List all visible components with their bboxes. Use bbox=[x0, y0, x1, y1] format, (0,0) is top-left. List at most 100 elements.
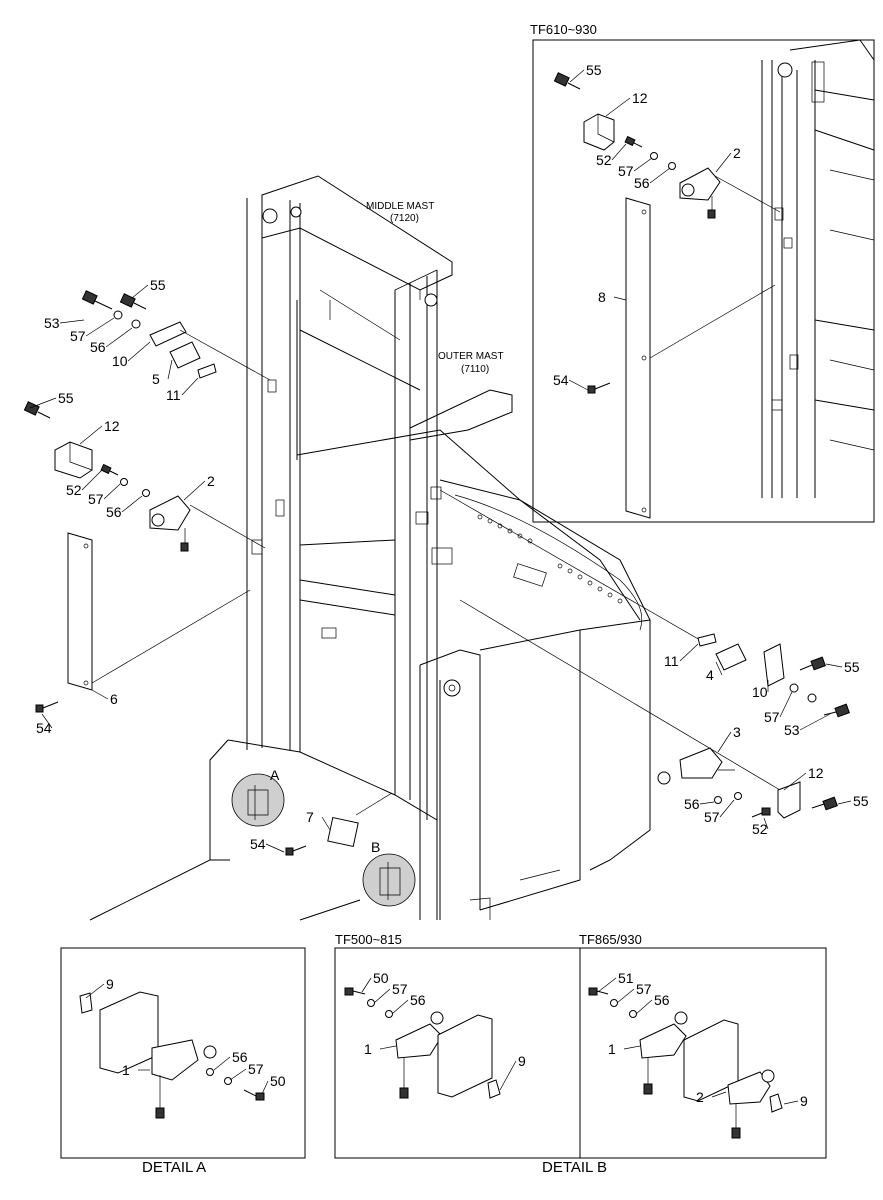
leader-line bbox=[611, 143, 627, 161]
part-number-label: 56 bbox=[232, 1049, 248, 1065]
leader-line bbox=[373, 988, 391, 1004]
part-number-label: 2 bbox=[207, 473, 215, 489]
leader-line bbox=[391, 999, 409, 1015]
bolt-52b-icon bbox=[751, 807, 771, 818]
leader-line bbox=[763, 817, 769, 830]
part-number-label: 57 bbox=[764, 709, 780, 725]
leader-line bbox=[379, 1045, 397, 1050]
screw-54b-icon bbox=[285, 845, 307, 856]
screw-54c-icon bbox=[587, 382, 611, 394]
leader-line bbox=[825, 663, 843, 668]
part-number-label: 1 bbox=[122, 1062, 130, 1078]
part-number-label: 9 bbox=[518, 1053, 526, 1069]
part-number-label: 6 bbox=[110, 691, 118, 707]
outer-mast-label: OUTER MAST bbox=[438, 351, 504, 362]
part-number-label: 57 bbox=[392, 981, 408, 997]
part-number-label: 55 bbox=[844, 659, 860, 675]
leader-line bbox=[321, 816, 331, 831]
leader-line bbox=[81, 469, 103, 491]
part-number-label: 55 bbox=[150, 277, 166, 293]
part-number-label: 12 bbox=[808, 765, 824, 781]
part-number-label: 55 bbox=[853, 793, 869, 809]
bolt-53b-icon bbox=[823, 703, 850, 718]
part-number-label: 56 bbox=[654, 992, 670, 1008]
part-number-label: 50 bbox=[270, 1073, 286, 1089]
detail-a-circle bbox=[231, 773, 285, 827]
part-number-label: 52 bbox=[752, 821, 768, 837]
strip-8-icon bbox=[625, 197, 651, 519]
leader-line bbox=[85, 983, 105, 999]
part-number-label: 51 bbox=[618, 970, 634, 986]
leader-line bbox=[105, 327, 133, 348]
leader-line bbox=[633, 157, 653, 172]
leader-line bbox=[91, 689, 109, 700]
bolt-52c-icon bbox=[624, 135, 643, 148]
leader-line bbox=[183, 480, 206, 501]
leader-line bbox=[85, 317, 115, 337]
part-number-label: 50 bbox=[373, 970, 389, 986]
leader-line bbox=[213, 1056, 231, 1071]
part-number-label: 2 bbox=[733, 145, 741, 161]
screw-50-icon bbox=[243, 1089, 265, 1101]
part-number-label: 11 bbox=[166, 387, 181, 403]
leader-line bbox=[79, 425, 103, 445]
leader-line bbox=[131, 284, 149, 299]
leader-line bbox=[717, 731, 732, 753]
part-number-label: 57 bbox=[618, 163, 634, 179]
detail-a-caption: DETAIL A bbox=[142, 1159, 206, 1176]
part-number-label: 56 bbox=[410, 992, 426, 1008]
leader-line bbox=[616, 988, 635, 1004]
part-number-label: 55 bbox=[586, 62, 602, 78]
mast-assembly bbox=[89, 175, 651, 921]
inset-tf610: TF610~930 bbox=[530, 22, 875, 523]
leader-line bbox=[699, 801, 715, 805]
bolt-55b-icon bbox=[23, 401, 51, 419]
outer-mast-number: (7110) bbox=[461, 364, 489, 375]
part-number-label: 56 bbox=[106, 504, 122, 520]
leader-line bbox=[837, 800, 852, 805]
callout-b: B bbox=[371, 839, 380, 855]
part-number-label: 4 bbox=[706, 667, 714, 683]
part-number-label: 7 bbox=[306, 809, 314, 825]
leader-line bbox=[783, 1100, 799, 1105]
part-number-label: 52 bbox=[596, 152, 612, 168]
part-number-labels: 5512525756285453555756105115512525756265… bbox=[29, 62, 869, 1109]
leader-line bbox=[715, 152, 732, 173]
leader-line bbox=[103, 483, 121, 500]
leader-line bbox=[59, 319, 85, 324]
bolt-55d-icon bbox=[811, 796, 838, 811]
detail-b-right-title: TF865/930 bbox=[579, 932, 642, 947]
part-number-label: 57 bbox=[70, 328, 86, 344]
part-number-label: 1 bbox=[364, 1041, 372, 1057]
mast-labels: MIDDLE MAST (7120) OUTER MAST (7110) A B bbox=[270, 201, 504, 855]
inset-title: TF610~930 bbox=[530, 22, 597, 37]
bolt-55-icon bbox=[119, 293, 147, 310]
part-number-label: 54 bbox=[250, 836, 266, 852]
leader-line bbox=[569, 69, 585, 83]
part-number-label: 54 bbox=[36, 720, 52, 736]
part-number-label: 11 bbox=[664, 653, 679, 669]
part-number-label: 10 bbox=[752, 684, 768, 700]
leader-line bbox=[679, 643, 699, 662]
leader-line bbox=[361, 977, 372, 993]
leader-line bbox=[623, 1045, 641, 1050]
part-number-label: 10 bbox=[112, 353, 128, 369]
middle-mast-number: (7120) bbox=[390, 213, 419, 224]
leader-line bbox=[649, 167, 671, 184]
middle-mast-label: MIDDLE MAST bbox=[366, 201, 434, 212]
part-number-label: 56 bbox=[634, 175, 650, 191]
part-number-label: 53 bbox=[784, 722, 800, 738]
leader-line bbox=[167, 359, 173, 380]
callout-a: A bbox=[270, 767, 280, 783]
part-number-label: 1 bbox=[608, 1041, 616, 1057]
right-exploded-parts bbox=[439, 489, 850, 819]
part-number-label: 57 bbox=[636, 981, 652, 997]
strip-6-icon bbox=[67, 532, 93, 691]
leader-line bbox=[719, 799, 735, 818]
leader-line bbox=[568, 379, 589, 391]
part-number-label: 5 bbox=[152, 371, 160, 387]
part-number-label: 52 bbox=[66, 482, 82, 498]
leader-line bbox=[29, 397, 57, 409]
leader-line bbox=[41, 713, 53, 729]
